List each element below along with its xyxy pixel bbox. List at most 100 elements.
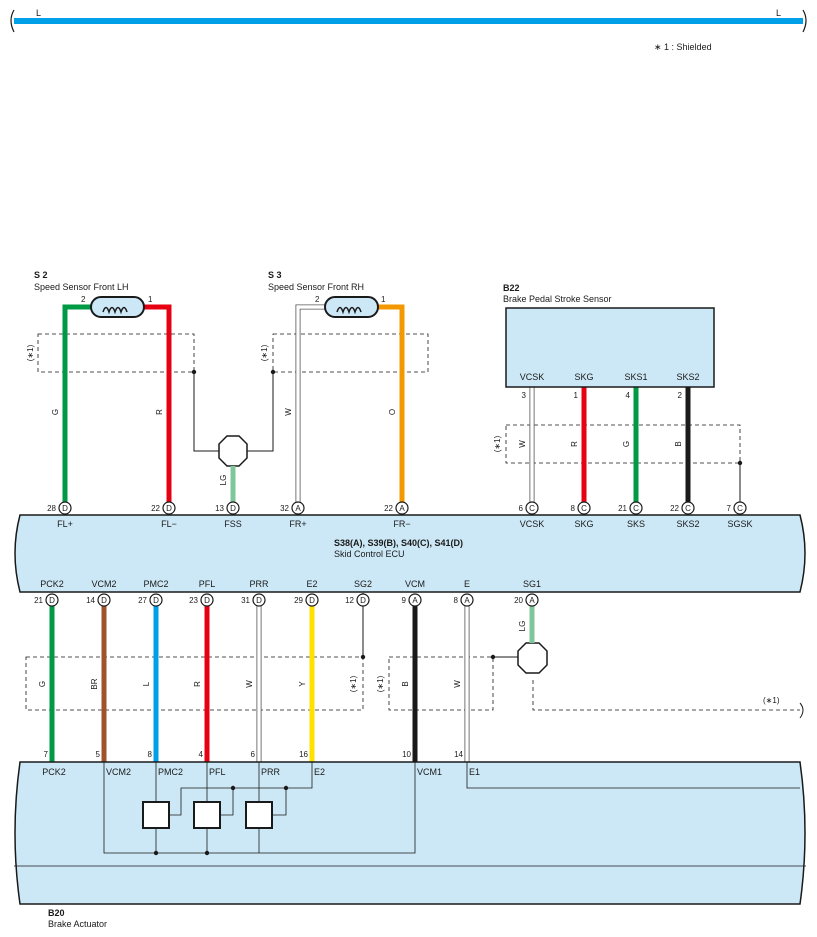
ecu-pin-pfl-connector: D: [204, 596, 210, 605]
ecu-pin-e-connector: A: [464, 596, 470, 605]
actuator-pin-pfl: 4: [199, 750, 204, 759]
s3-pin-left: 2: [315, 295, 320, 304]
actuator-terminal-pck2: PCK2: [42, 767, 66, 777]
ecu-pin-e2-number: 29: [294, 596, 303, 605]
ecu-pin-fr-plus-number: 32: [280, 504, 289, 513]
ecu-pin-fr-minus-terminal: FR−: [393, 519, 410, 529]
actuator-pin-pck2: 7: [44, 750, 49, 759]
ecu-pin-fl-plus-number: 28: [47, 504, 56, 513]
wire-sks-color-label: G: [622, 441, 631, 447]
ecu-pin-sg1-connector: A: [529, 596, 535, 605]
wire-e-color-label: W: [453, 680, 462, 688]
ecu-pin-pmc2-number: 27: [138, 596, 147, 605]
ecu-pin-sg2-connector: D: [360, 596, 366, 605]
ecu-pin-pfl-number: 23: [189, 596, 198, 605]
ground-octagon-fss: [218, 435, 248, 467]
ecu-pin-pck2-connector: D: [49, 596, 55, 605]
ecu-pin-sks-connector: C: [633, 504, 639, 513]
ecu-pin-pmc2-terminal: PMC2: [143, 579, 168, 589]
ecu-pin-sks2-number: 22: [670, 504, 679, 513]
continuation-mark: [799, 702, 804, 719]
wire-fl-minus: R: [144, 304, 172, 504]
ecu-pin-sg2-number: 12: [345, 596, 354, 605]
actuator-terminal-vcm2: VCM2: [106, 767, 131, 777]
ecu-pin-vcsk-number: 6: [519, 504, 524, 513]
b22-box: [505, 307, 715, 388]
ecu-pin-fr-plus-connector: A: [295, 504, 301, 513]
wire-pfl-color-label: R: [193, 681, 202, 687]
wire-fr-minus-color-label: O: [388, 409, 397, 415]
bus-line: [10, 9, 807, 33]
wire-sks2: B: [674, 387, 691, 504]
ecu-pin-prr-connector: D: [256, 596, 262, 605]
wire-prr-color-label: W: [245, 680, 254, 688]
s3-name: Speed Sensor Front RH: [268, 282, 364, 292]
shield-boxes: [25, 333, 800, 711]
ecu-pin-e2-connector: D: [309, 596, 315, 605]
ecu-pin-e: A8E: [454, 579, 474, 607]
wire-e2-color-label: Y: [298, 681, 307, 687]
ecu-pin-vcm2-number: 14: [86, 596, 95, 605]
wire-sg1-color-label: LG: [518, 621, 527, 632]
wire-vcsk-color-label: W: [518, 440, 527, 448]
actuator-terminal-e: E1: [469, 767, 480, 777]
ecu-pin-sg1-number: 20: [514, 596, 523, 605]
ecu-pin-sgsk-connector: C: [737, 504, 743, 513]
shield-label-actuator-2: (∗1): [376, 675, 385, 692]
ecu-pin-prr-number: 31: [241, 596, 250, 605]
wire-pmc2-color-label: L: [142, 681, 151, 686]
b22-pin-skg: 1: [574, 391, 579, 400]
bus-left-label: L: [36, 8, 41, 18]
actuator-pin-vcm2: 5: [96, 750, 101, 759]
ecu-pin-skg-connector: C: [581, 504, 587, 513]
speed-sensor-front-rh: [324, 296, 379, 318]
b22-terminal-skg: SKG: [574, 372, 593, 382]
wire-e: W: [453, 600, 470, 762]
ecu-pin-fss-number: 13: [215, 504, 224, 513]
ecu-pin-pck2-number: 21: [34, 596, 43, 605]
actuator-pin-pmc2: 8: [148, 750, 153, 759]
b20-code: B20: [48, 908, 65, 918]
ecu-code: S38(A), S39(B), S40(C), S41(D): [334, 538, 463, 548]
ecu-pin-vcm-terminal: VCM: [405, 579, 425, 589]
ecu-pin-sg1-terminal: SG1: [523, 579, 541, 589]
wire-fr-plus: W: [284, 304, 325, 504]
wire-pck2-color-label: G: [38, 681, 47, 687]
ecu-pin-e2-terminal: E2: [306, 579, 317, 589]
pins: D28FL+D22FL−D13FSSA32FR+A22FR−C6VCSKC8SK…: [34, 501, 753, 777]
actuator-pin-vcm: 10: [402, 750, 411, 759]
wire-vcm-color-label: B: [401, 681, 410, 686]
ecu-pin-fl-minus-number: 22: [151, 504, 160, 513]
actuator-terminal-pmc2: PMC2: [158, 767, 183, 777]
ecu-pin-fl-minus-terminal: FL−: [161, 519, 177, 529]
actuator-pin-prr: 6: [251, 750, 256, 759]
ecu-pin-sg2-terminal: SG2: [354, 579, 372, 589]
wire-prr: W: [245, 600, 262, 762]
wire-sg1: LG: [518, 600, 535, 643]
wire-fss: LG: [219, 466, 236, 504]
s3-pin-right: 1: [381, 295, 386, 304]
ecu-pin-sks-number: 21: [618, 504, 627, 513]
wire-sks: G: [622, 387, 639, 504]
wire-skg: R: [570, 387, 587, 504]
actuator-terminal-vcm: VCM1: [417, 767, 442, 777]
wire-vcm: B: [401, 600, 418, 762]
ecu-pin-prr-terminal: PRR: [249, 579, 269, 589]
wire-fl-plus: G: [51, 304, 91, 504]
b22-code: B22: [503, 283, 520, 293]
ecu-pin-skg-terminal: SKG: [574, 519, 593, 529]
solenoid-coils: [142, 801, 273, 829]
wire-fr-plus-color-label: W: [284, 408, 293, 416]
ecu-pin-fl-plus-terminal: FL+: [57, 519, 73, 529]
wire-fl-minus-color-label: R: [155, 409, 164, 415]
